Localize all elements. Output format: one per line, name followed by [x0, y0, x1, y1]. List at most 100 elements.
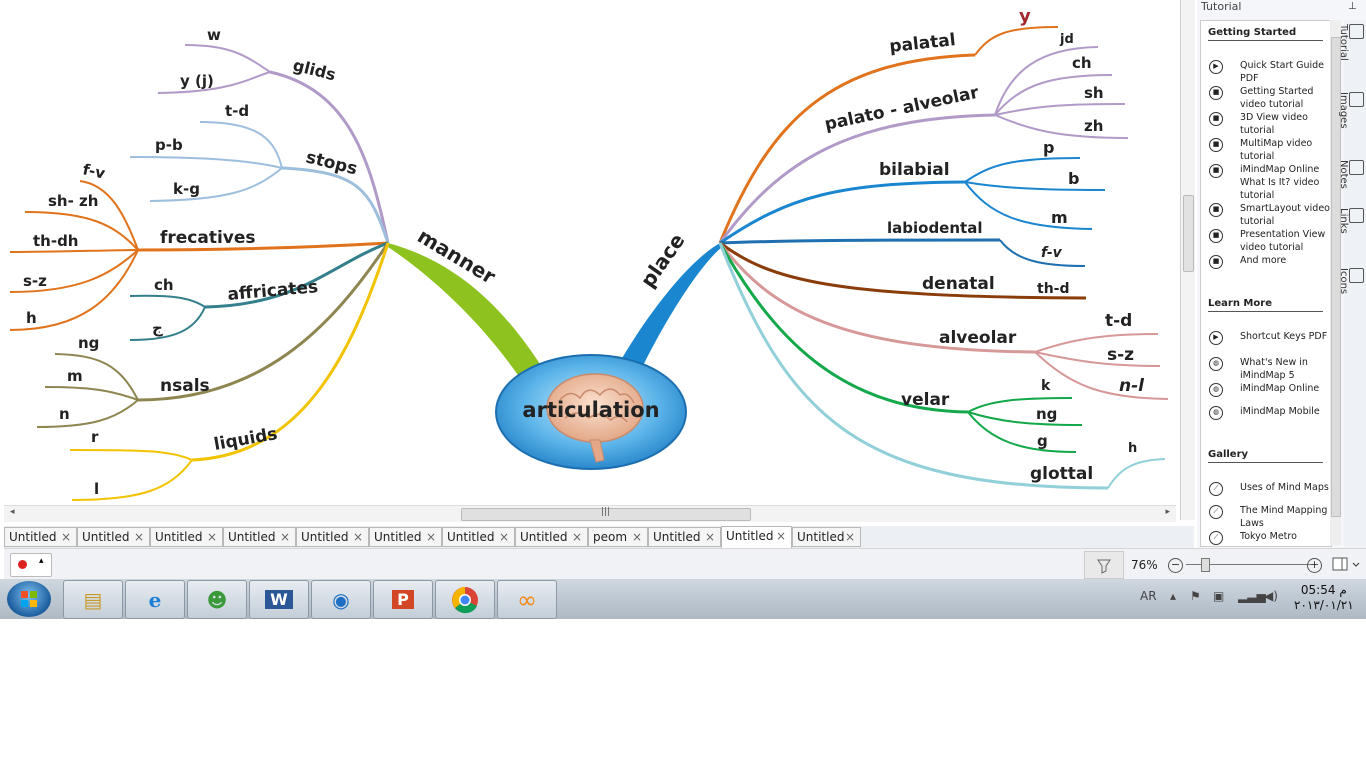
show-hidden-icons[interactable]: ▴	[1170, 589, 1177, 603]
taskbar-ie[interactable]: e	[125, 580, 185, 619]
pa-ch-twig[interactable]	[994, 74, 1113, 116]
frecatives-shzh-twig[interactable]	[24, 211, 139, 251]
mindmap-canvas[interactable]: articulation manner glids w y (j) stops …	[0, 0, 1181, 522]
velar-ng-twig[interactable]	[967, 411, 1083, 426]
taskbar-explorer[interactable]: ▤	[63, 580, 123, 619]
scroll-right-icon[interactable]: ▸	[1165, 507, 1170, 517]
affricates-ch-twig[interactable]	[129, 294, 206, 308]
place-branch[interactable]	[618, 243, 722, 372]
pa-jd-twig[interactable]	[994, 46, 1099, 116]
taskbar-chrome[interactable]	[435, 580, 495, 619]
liquids-branch[interactable]	[191, 242, 390, 462]
stops-branch[interactable]	[281, 166, 390, 244]
labiodental-branch[interactable]	[719, 238, 1001, 245]
signal-icon[interactable]: ▂▃▅	[1238, 589, 1266, 603]
close-icon[interactable]: ×	[352, 530, 363, 544]
zoom-slider-handle[interactable]	[1201, 558, 1210, 572]
alveolar-branch[interactable]	[718, 242, 1036, 354]
side-tab-tutorial[interactable]: Tutorial	[1338, 24, 1364, 61]
document-tab[interactable]: Untitled×	[150, 527, 223, 547]
close-icon[interactable]: ×	[844, 530, 855, 544]
labiodental-fv-twig[interactable]	[999, 239, 1086, 267]
denatal-branch[interactable]	[719, 241, 1087, 300]
pin-icon[interactable]: ⊥	[1348, 1, 1357, 12]
flag-icon[interactable]: ⚑	[1190, 589, 1201, 603]
language-indicator[interactable]: AR	[1140, 589, 1157, 603]
panel-scroll-thumb[interactable]	[1331, 37, 1341, 517]
frecatives-h-twig[interactable]	[9, 249, 139, 331]
close-icon[interactable]: ×	[704, 530, 715, 544]
bilabial-b-twig[interactable]	[964, 181, 1106, 191]
taskbar-media[interactable]: ◉	[311, 580, 371, 619]
glids-y-twig[interactable]	[157, 71, 271, 94]
palatal-y-twig[interactable]	[974, 26, 1059, 56]
zoom-in-button[interactable]: +	[1307, 558, 1322, 573]
glids-w-twig[interactable]	[184, 44, 271, 73]
close-icon[interactable]: ×	[60, 530, 71, 544]
close-icon[interactable]: ×	[631, 530, 642, 544]
zoom-slider[interactable]	[1186, 564, 1311, 565]
nsals-m-twig[interactable]	[44, 386, 139, 401]
affricates-jeem-twig[interactable]	[129, 306, 206, 341]
taskbar-word[interactable]: W	[249, 580, 309, 619]
close-icon[interactable]: ×	[279, 530, 290, 544]
frecatives-branch[interactable]	[137, 241, 389, 252]
palato-alveolar-branch[interactable]	[718, 113, 996, 244]
document-tab[interactable]: Untitled×	[721, 526, 792, 548]
document-tab[interactable]: Untitled×	[369, 527, 442, 547]
vertical-scroll-thumb[interactable]	[1183, 195, 1194, 272]
liquids-r-twig[interactable]	[69, 449, 193, 461]
close-icon[interactable]: ×	[206, 530, 217, 544]
document-tab[interactable]: Untitled×	[792, 527, 861, 547]
close-icon[interactable]: ×	[133, 530, 144, 544]
side-tab-images[interactable]: Images	[1338, 92, 1364, 129]
nsals-branch[interactable]	[137, 242, 390, 402]
bilabial-branch[interactable]	[719, 180, 966, 245]
liquids-l-twig[interactable]	[71, 459, 193, 501]
frecatives-thdh-twig[interactable]	[9, 249, 139, 253]
side-tab-icons[interactable]: Icons	[1338, 268, 1364, 294]
nsals-n-twig[interactable]	[36, 399, 139, 428]
document-tab[interactable]: peom×	[588, 527, 648, 547]
document-tab[interactable]: Untitled×	[4, 527, 77, 547]
taskbar-messenger[interactable]: ☻	[187, 580, 247, 619]
zoom-out-button[interactable]: −	[1168, 558, 1183, 573]
taskbar-imindmap[interactable]: ∞	[497, 580, 557, 619]
manner-branch[interactable]	[388, 243, 545, 378]
filter-button[interactable]	[1084, 551, 1124, 579]
frecatives-fv-twig[interactable]	[79, 180, 139, 251]
alveolar-nl-twig[interactable]	[1034, 351, 1169, 400]
document-tab[interactable]: Untitled×	[77, 527, 150, 547]
record-button[interactable]: ▴	[10, 553, 52, 577]
pa-zh-twig[interactable]	[994, 114, 1129, 139]
central-node[interactable]: articulation	[495, 354, 687, 470]
document-tab[interactable]: Untitled×	[296, 527, 369, 547]
alveolar-sz-twig[interactable]	[1034, 351, 1161, 367]
palatal-branch[interactable]	[718, 53, 976, 244]
close-icon[interactable]: ×	[571, 530, 582, 544]
document-tab[interactable]: Untitled×	[442, 527, 515, 547]
panel-scrollbar[interactable]	[1330, 20, 1341, 545]
velar-g-twig[interactable]	[967, 411, 1077, 453]
taskbar-powerpoint[interactable]: P	[373, 580, 433, 619]
alveolar-td-twig[interactable]	[1034, 333, 1159, 353]
glottal-branch[interactable]	[718, 242, 1109, 490]
stops-td-twig[interactable]	[199, 121, 283, 169]
close-icon[interactable]: ×	[498, 530, 509, 544]
glids-branch[interactable]	[269, 70, 390, 244]
bilabial-p-twig[interactable]	[964, 157, 1081, 183]
vertical-scrollbar[interactable]	[1181, 0, 1195, 520]
horizontal-scrollbar[interactable]: ◂ ||| ▸	[4, 505, 1176, 522]
glottal-h-twig[interactable]	[1107, 458, 1166, 489]
volume-icon[interactable]: ◀)	[1264, 589, 1278, 603]
bilabial-m-twig[interactable]	[964, 181, 1093, 230]
affricates-branch[interactable]	[204, 241, 389, 309]
view-mode-button[interactable]	[1331, 555, 1361, 574]
start-button[interactable]	[7, 581, 51, 617]
velar-k-twig[interactable]	[967, 397, 1073, 413]
network-adapter-icon[interactable]: ▣	[1213, 589, 1225, 603]
side-tab-notes[interactable]: Notes	[1338, 160, 1364, 189]
stops-pb-twig[interactable]	[129, 156, 283, 169]
document-tab[interactable]: Untitled×	[223, 527, 296, 547]
pa-sh-twig[interactable]	[994, 103, 1126, 116]
